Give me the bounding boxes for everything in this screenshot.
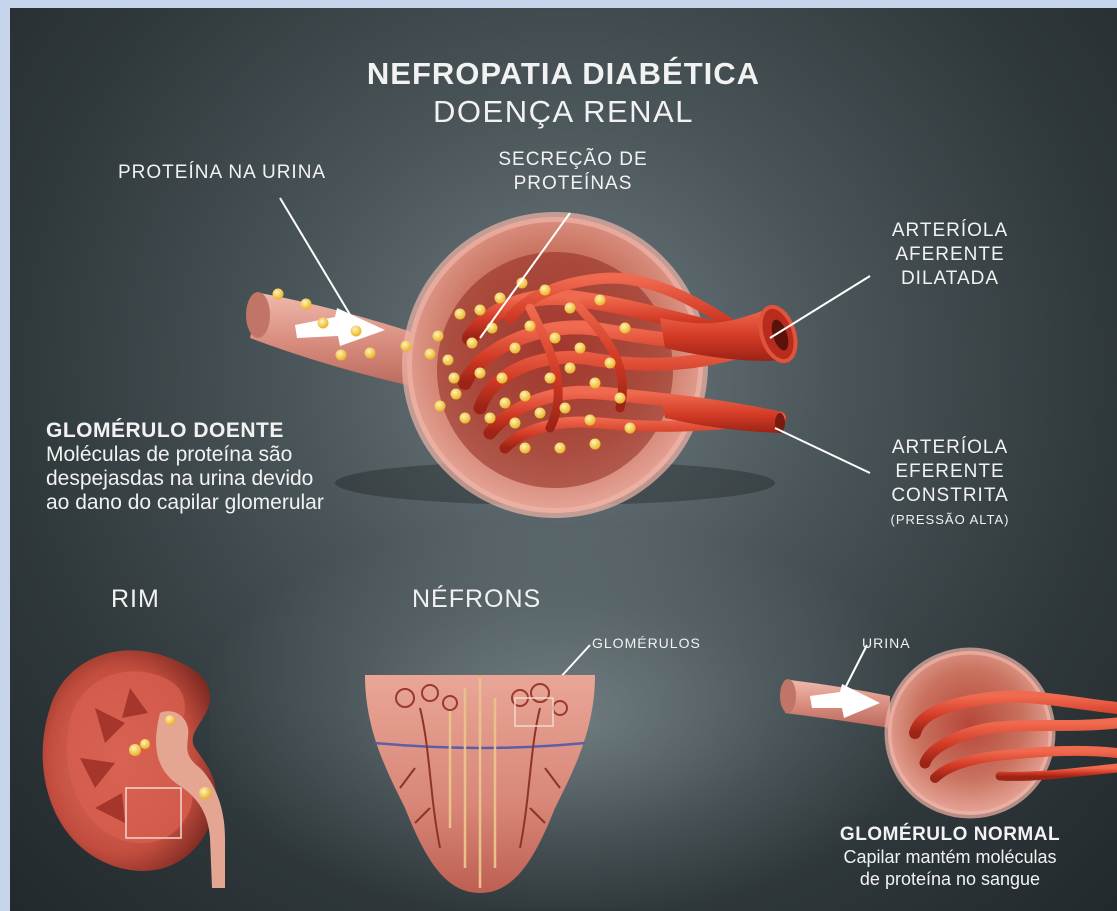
protein-dot — [500, 398, 511, 409]
protein-dot — [460, 413, 471, 424]
protein-dot — [520, 443, 531, 454]
protein-dot — [510, 343, 521, 354]
label-efferent-arteriole: ARTERÍOLA EFERENTE CONSTRITA (PRESSÃO AL… — [860, 436, 1040, 532]
protein-dot — [565, 363, 576, 374]
normal-glomerulus — [780, 651, 1117, 815]
protein-dot — [365, 348, 376, 359]
protein-dot — [620, 323, 631, 334]
diseased-glomerulus — [246, 198, 870, 698]
page-subtitle: DOENÇA RENAL — [10, 94, 1117, 130]
protein-dot — [273, 289, 284, 300]
protein-dot — [475, 368, 486, 379]
protein-dot — [351, 326, 362, 337]
label-protein-secretion: SECREÇÃO DE PROTEÍNAS — [488, 148, 658, 196]
urine-callout: URINA — [862, 635, 911, 651]
label-afferent-arteriole: ARTERÍOLA AFERENTE DILATADA — [860, 219, 1040, 291]
protein-dot — [595, 295, 606, 306]
protein-dot — [495, 293, 506, 304]
normal-heading: GLOMÉRULO NORMAL — [790, 824, 1110, 846]
protein-dot — [318, 318, 329, 329]
protein-dot — [525, 321, 536, 332]
protein-dot — [401, 341, 412, 352]
glomeruli-callout: GLOMÉRULOS — [592, 635, 701, 651]
protein-dot — [590, 378, 601, 389]
infographic-poster: NEFROPATIA DIABÉTICA DOENÇA RENAL PROTEÍ… — [10, 8, 1117, 911]
protein-dot — [565, 303, 576, 314]
protein-dot — [301, 299, 312, 310]
protein-dot — [535, 408, 546, 419]
protein-dot — [510, 418, 521, 429]
protein-dot — [451, 389, 462, 400]
normal-glomerulus-caption: GLOMÉRULO NORMAL Capilar mantém molécula… — [790, 824, 1110, 890]
protein-dot — [560, 403, 571, 414]
nephrons-illustration — [365, 675, 595, 893]
diseased-glomerulus-caption: GLOMÉRULO DOENTE Moléculas de proteína s… — [46, 419, 324, 515]
protein-dot — [615, 393, 626, 404]
protein-dot — [555, 443, 566, 454]
protein-dot — [575, 343, 586, 354]
protein-dot — [590, 439, 601, 450]
protein-dot — [625, 423, 636, 434]
protein-dot — [585, 415, 596, 426]
protein-dot — [435, 401, 446, 412]
nephrons-label: NÉFRONS — [412, 585, 541, 614]
protein-dot — [449, 373, 460, 384]
kidney-label: RIM — [111, 585, 160, 614]
protein-dot — [485, 413, 496, 424]
label-protein-in-urine: PROTEÍNA NA URINA — [118, 161, 326, 185]
protein-dot — [443, 355, 454, 366]
protein-dot — [455, 309, 466, 320]
protein-dot — [497, 373, 508, 384]
protein-dot — [433, 331, 444, 342]
protein-dot — [540, 285, 551, 296]
diseased-heading: GLOMÉRULO DOENTE — [46, 419, 324, 443]
protein-dot — [550, 333, 561, 344]
protein-dot — [425, 349, 436, 360]
protein-dot — [475, 305, 486, 316]
kidney-illustration — [43, 650, 225, 888]
protein-dot — [467, 338, 478, 349]
protein-dot — [336, 350, 347, 361]
protein-dot — [520, 391, 531, 402]
protein-dot — [545, 373, 556, 384]
protein-dot — [605, 358, 616, 369]
page-title: NEFROPATIA DIABÉTICA — [10, 56, 1117, 92]
